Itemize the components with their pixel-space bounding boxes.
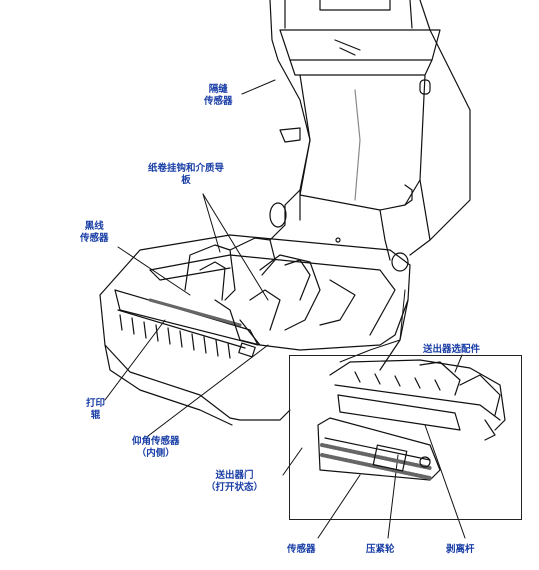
label-head-up-sensor: 仰角传感器 （内侧） <box>132 436 180 459</box>
dispenser-inset <box>317 359 506 481</box>
print-head-area <box>114 289 259 359</box>
label-peel-bar: 剥离杆 <box>446 544 475 555</box>
leader-lines <box>104 79 466 539</box>
roll-holders <box>184 237 321 346</box>
label-pinch-roller: 压紧轮 <box>366 544 395 555</box>
label-black-mark-sensor: 黑线 传感器 <box>80 221 109 244</box>
label-dispenser-door: 送出器门 （打开状态） <box>206 470 264 493</box>
printer-base <box>99 234 411 426</box>
label-roll-holder: 纸卷挂钩和介质导 板 <box>148 163 225 186</box>
label-platen: 打印 辊 <box>86 398 106 421</box>
lid-hinges <box>269 202 409 272</box>
label-gap-sensor: 隔缝 传感器 <box>204 84 233 107</box>
printer-lid <box>269 0 471 261</box>
inset-frame <box>289 355 522 520</box>
label-sensor: 传感器 <box>287 544 316 555</box>
label-dispenser-option: 送出器选配件 <box>423 344 481 355</box>
